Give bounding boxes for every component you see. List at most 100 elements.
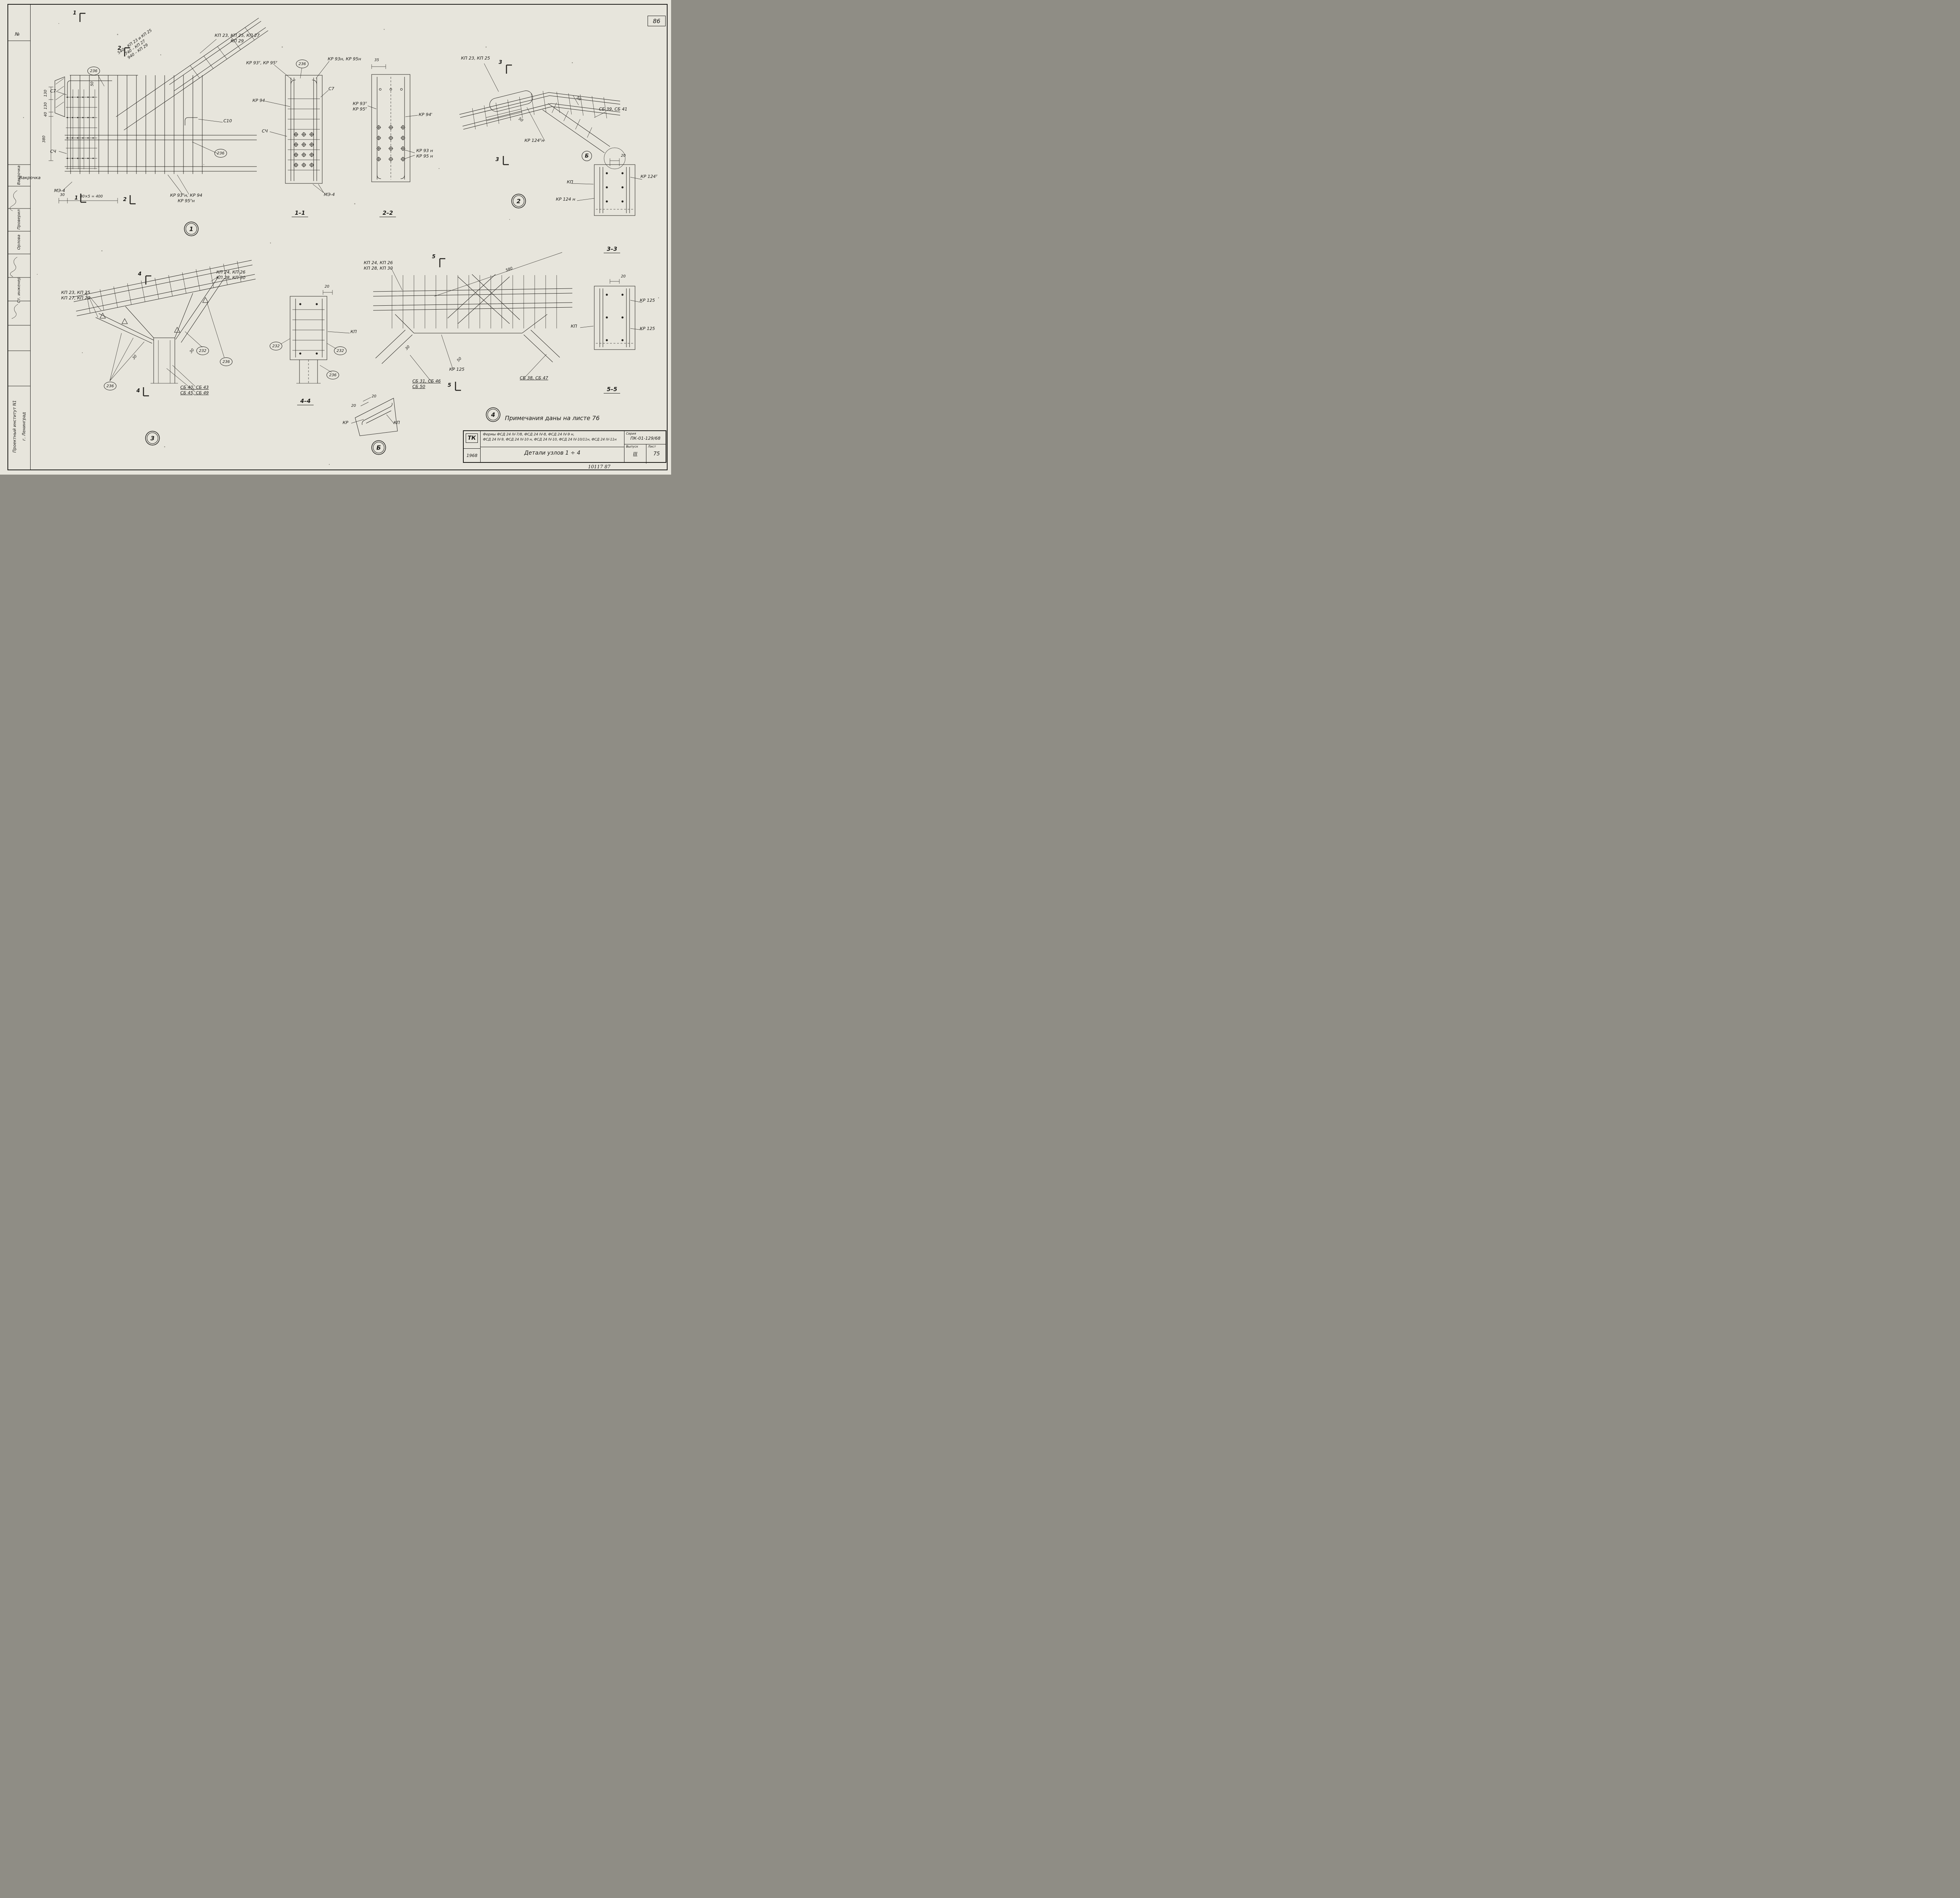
- sec55-kr125-bottom-label: КР 125: [640, 326, 655, 331]
- strip-name-1: Вакрочка: [19, 175, 41, 180]
- view4-kr125-label: КР 125: [449, 367, 465, 372]
- signature: [11, 304, 18, 319]
- series-value: ПК-01-129/68: [630, 436, 661, 441]
- series-label: Серия: [626, 432, 636, 435]
- section-2-2-linework: [367, 64, 418, 182]
- strip-org-name: Проектный институт N1: [12, 400, 17, 453]
- sec22-kr-left: КР 93ᵀ КР 95ᵀ: [352, 101, 367, 112]
- view-number-4: 4: [487, 409, 499, 421]
- view1-dim-50: 50: [90, 81, 95, 87]
- cut-mark-4-top: 4: [138, 271, 142, 277]
- drawing-sheet: № Вакрочка Вакрочка Проверил Орлова Ст. …: [0, 0, 671, 475]
- section-1-1-linework: [265, 61, 330, 193]
- view4-sb-callout-right: СБ 38, СБ 47: [520, 375, 548, 381]
- sec44-balloon-232-left: 232: [270, 342, 282, 350]
- detailb-dim-20b: 20: [351, 404, 356, 408]
- issue-value: III: [633, 451, 637, 457]
- section-4-4-linework: [280, 290, 350, 384]
- section-title-5-5: 5–5: [604, 386, 621, 393]
- sec44-dim-20: 20: [325, 285, 330, 289]
- view-number-2: 2: [513, 195, 524, 207]
- view1-bar-balloon-236b: 236: [214, 149, 227, 158]
- section-title-1-1: 1–1: [292, 210, 309, 217]
- signature: [10, 257, 18, 277]
- view-number-3: 3: [147, 432, 158, 444]
- view2-sb-label: СБ 39, СБ 41: [599, 107, 628, 112]
- strip-label-engineer: Ст. инженер: [16, 277, 21, 303]
- view3-cage-callout-right: КП 24, КП 26 КП 28, КП 30: [216, 270, 246, 280]
- issue-label: Выпуск: [626, 445, 638, 448]
- sec33-kp-label: КП: [567, 179, 573, 185]
- detailb-dim-20a: 20: [372, 394, 377, 399]
- view-number-1: 1: [185, 223, 197, 235]
- sec11-m3-label: МЭ-4: [324, 192, 335, 197]
- view3-balloon-232: 232: [196, 346, 209, 355]
- drawing-linework: [7, 13, 659, 465]
- sec33-kr124n-label: КР 124 н: [556, 197, 575, 202]
- detailb-kp-label: КП: [394, 420, 400, 425]
- title-block-right-cell: Серия ПК-01-129/68 Выпуск III Лист 75: [624, 431, 666, 464]
- strip-org-city: г. Ленинград: [22, 412, 27, 441]
- title-block-logo-cell: ТК 1968: [464, 431, 481, 462]
- signature: [10, 190, 18, 211]
- view3-balloon-236b: 236: [220, 357, 232, 366]
- title-block-line2: ФСД 24 IV-9, ФСД 24 IV-10 н, ФСД 24 IV-1…: [483, 438, 617, 442]
- view1-m3-label: МЭ-4: [54, 188, 65, 193]
- view1-dim-30: 30: [60, 193, 65, 197]
- view1-cage-callout: КП 23, КП 25, КП 27 КП 29: [214, 33, 260, 44]
- view2-kr124-label: КР 124ᵀн: [524, 138, 544, 143]
- view-2-linework: [459, 63, 626, 169]
- view4-cage-callout: КП 24, КП 26 КП 28, КП 30: [364, 260, 393, 271]
- section-title-3-3: 3–3: [604, 246, 621, 253]
- cut-mark-3-top: 3: [499, 60, 503, 65]
- sec44-balloon-232-right: 232: [334, 346, 347, 355]
- sec11-kr-top-left: КР 93ᵀ, КР 95ᵀ: [246, 60, 278, 65]
- view1-kr-callout: КР 93ᵀн, КР 94 КР 95ᵀн: [170, 193, 203, 203]
- section-3-3-linework: [570, 158, 642, 216]
- title-block-main-cell: Фермы ФСД 24 IV-7/8, ФСД 24 IV-8, ФСД 24…: [481, 431, 624, 462]
- strip-name-2: Орлова: [16, 234, 21, 250]
- view2-cage-callout: КП 23, КП 25: [461, 56, 490, 61]
- view-3-linework: [73, 260, 256, 397]
- sec55-kp-label: КП: [571, 324, 577, 329]
- sec11-balloon-236: 236: [296, 60, 309, 68]
- title-block: ТК 1968 Фермы ФСД 24 IV-7/8, ФСД 24 IV-8…: [463, 430, 666, 464]
- sec11-kr94-label: КР 94: [252, 98, 265, 103]
- sec11-c4-label: СЧ: [262, 129, 268, 134]
- detailb-kr-label: КР: [343, 420, 348, 425]
- handwritten-number: 10117 87: [588, 464, 611, 470]
- sec44-balloon-236: 236: [327, 371, 339, 379]
- sheet-frame: [7, 4, 668, 470]
- sec55-kr125-top-label: КР 125: [640, 298, 655, 303]
- cut-mark-2-bottom: 2: [123, 197, 127, 203]
- cut-mark-4-bottom: 4: [136, 388, 140, 394]
- view1-bar-balloon-236: 236: [87, 67, 100, 75]
- view1-c10-label: С10: [223, 118, 232, 123]
- cut-mark-3-bottom: 3: [495, 157, 499, 163]
- view3-balloon-236a: 236: [104, 382, 116, 390]
- view1-c4-label: СЧ: [50, 149, 56, 154]
- view1-dim-130a: 130: [44, 89, 48, 97]
- sec55-dim-20: 20: [621, 274, 626, 279]
- list-value: 75: [653, 451, 660, 457]
- sheet-number: 86: [653, 17, 661, 25]
- title-block-year: 1968: [466, 453, 477, 458]
- view1-dim-40: 40: [44, 112, 48, 117]
- view1-dim-380: 380: [42, 135, 47, 143]
- detail-b-linework: [351, 397, 398, 436]
- detail-b-mark: Б: [582, 151, 592, 161]
- view3-sb-callout: СБ 40, СБ 43 СБ 45, СБ 49: [180, 385, 209, 395]
- view4-sb-callout-left: СБ 31, СБ 46 СБ 50: [412, 379, 441, 389]
- strip-name-1: Вакрочка: [16, 165, 21, 185]
- view1-dim-130b: 130: [44, 102, 48, 110]
- strip-dividers: [7, 40, 31, 386]
- cut-mark-2-top: 2: [118, 45, 122, 51]
- section-5-5-linework: [580, 279, 642, 350]
- sec11-c7-label: С7: [328, 86, 334, 91]
- cut-mark-1-bottom: 1: [74, 195, 78, 201]
- view-4-linework: [373, 252, 573, 391]
- number-mark: №: [15, 31, 20, 37]
- list-label: Лист: [648, 445, 656, 448]
- sheet-number-box: 86: [648, 16, 666, 26]
- title-block-line1: Фермы ФСД 24 IV-7/8, ФСД 24 IV-8, ФСД 24…: [483, 433, 575, 437]
